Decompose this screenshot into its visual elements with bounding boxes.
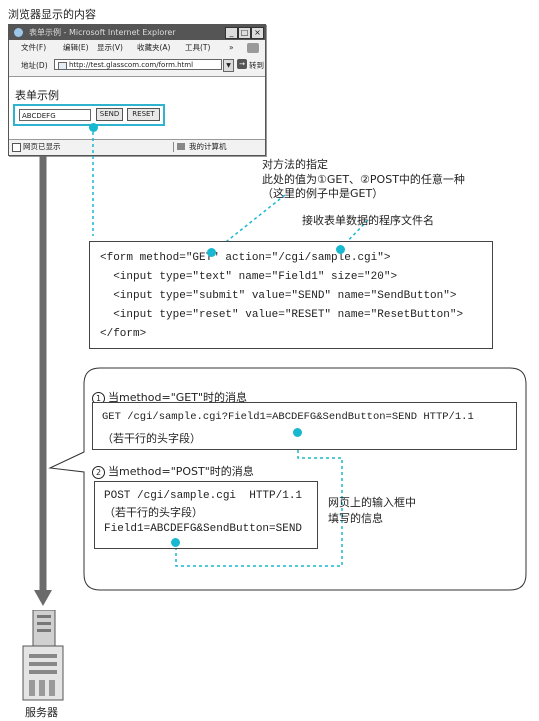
address-label: 地址(D): [21, 61, 48, 70]
server-icon: [22, 610, 64, 701]
post-title-text: 当method="POST"时的消息: [108, 465, 254, 478]
address-bar: 地址(D) http://test.glasscom.com/form.html…: [9, 57, 265, 73]
go-button[interactable]: 转到: [249, 61, 264, 70]
post-line2: （若干行的头字段）: [104, 506, 203, 519]
menu-tools[interactable]: 工具(T): [185, 43, 211, 52]
windows-flag-icon: [247, 43, 259, 53]
get-value-marker-dot: [293, 428, 302, 437]
menu-edit[interactable]: 编辑(E): [63, 43, 89, 52]
method-marker-dot: [207, 248, 216, 257]
action-note: 接收表单数据的程序文件名: [302, 214, 434, 227]
method-note-title: 对方法的指定: [262, 158, 328, 171]
form-marker-dot: [89, 123, 98, 132]
input-note-line2: 填写的信息: [328, 512, 383, 525]
address-input[interactable]: http://test.glasscom.com/form.html: [54, 59, 222, 70]
computer-icon: [177, 143, 185, 150]
menu-file[interactable]: 文件(F): [21, 43, 47, 52]
send-button[interactable]: SEND: [96, 108, 123, 121]
close-button[interactable]: ×: [251, 27, 264, 39]
browser-caption: 浏览器显示的内容: [8, 8, 96, 21]
menu-favorites[interactable]: 收藏夹(A): [137, 43, 171, 52]
code-line: <input type="reset" value="RESET" name="…: [100, 309, 464, 321]
status-page-icon: [12, 143, 21, 152]
browser-window: 表单示例 - Microsoft Internet Explorer _ □ ×…: [8, 24, 266, 156]
get-title-text: 当method="GET"时的消息: [108, 391, 248, 404]
code-line: <input type="text" name="Field1" size="2…: [100, 271, 398, 283]
reset-button[interactable]: RESET: [127, 108, 160, 121]
code-line: </form>: [100, 328, 147, 340]
status-left: 网页已显示: [23, 142, 61, 151]
method-note-line2: （这里的例子中是GET）: [262, 187, 384, 200]
field1-input[interactable]: ABCDEFG: [19, 109, 91, 121]
server-label: 服务器: [25, 706, 58, 719]
status-bar: 网页已显示 我的计算机: [9, 140, 265, 154]
code-line: <form method="GET" action="/cgi/sample.c…: [100, 252, 391, 264]
browser-content: 表单示例 ABCDEFG SEND RESET: [9, 76, 265, 140]
page-icon: [58, 62, 67, 70]
post-line1: POST /cgi/sample.cgi HTTP/1.1: [104, 490, 303, 502]
code-line: <input type="submit" value="SEND" name="…: [100, 290, 457, 302]
post-message-box: POST /cgi/sample.cgi HTTP/1.1 （若干行的头字段） …: [94, 481, 318, 549]
address-dropdown-icon[interactable]: ▼: [223, 59, 234, 72]
get-line1: GET /cgi/sample.cgi?Field1=ABCDEFG&SendB…: [102, 411, 474, 423]
action-marker-dot: [336, 245, 345, 254]
menu-view[interactable]: 显示(V): [97, 43, 123, 52]
maximize-button[interactable]: □: [238, 27, 251, 39]
form-title: 表单示例: [15, 89, 59, 102]
post-value-marker-dot: [171, 538, 180, 547]
window-title: 表单示例 - Microsoft Internet Explorer: [29, 28, 176, 37]
minimize-button[interactable]: _: [225, 27, 238, 39]
request-arrow-head: [34, 590, 52, 606]
menu-more[interactable]: »: [229, 43, 234, 52]
html-code-box: <form method="GET" action="/cgi/sample.c…: [89, 241, 493, 349]
input-note-line1: 网页上的输入框中: [328, 496, 416, 509]
menu-bar: 文件(F) 编辑(E) 显示(V) 收藏夹(A) 工具(T) »: [9, 41, 265, 55]
status-right: 我的计算机: [189, 142, 227, 151]
post-line3: Field1=ABCDEFG&SendButton=SEND: [104, 523, 303, 535]
address-url: http://test.glasscom.com/form.html: [69, 61, 194, 69]
go-arrow-icon[interactable]: →: [237, 59, 247, 69]
get-line2: （若干行的头字段）: [102, 432, 201, 445]
get-message-box: GET /cgi/sample.cgi?Field1=ABCDEFG&SendB…: [92, 402, 517, 450]
post-number-badge: 2: [92, 465, 105, 479]
ie-logo-icon: [14, 28, 23, 37]
status-divider: [173, 142, 174, 152]
method-note-line1: 此处的值为①GET、②POST中的任意一种: [262, 173, 465, 186]
window-titlebar: 表单示例 - Microsoft Internet Explorer _ □ ×: [9, 25, 265, 40]
